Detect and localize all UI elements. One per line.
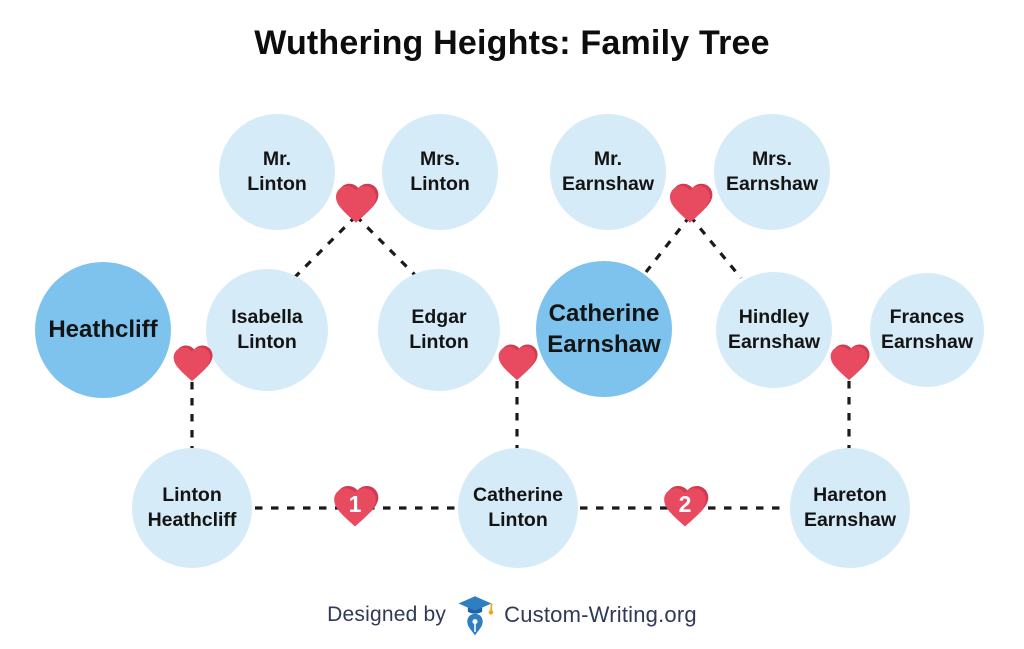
heart-icon [670,183,713,223]
heart-icon [498,344,538,381]
heart-icon [830,344,870,381]
person-node-mr-earnshaw: Mr.Earnshaw [550,114,666,230]
person-node-mrs-earnshaw: Mrs.Earnshaw [714,114,830,230]
heart-icon-hindley-frances [827,341,871,385]
person-node-mr-linton: Mr.Linton [219,114,335,230]
heart-icon [664,485,709,527]
brand-name: Custom-Writing.org [504,602,697,627]
heart-icon-earnshaw-parents [666,180,714,228]
heart-icon [336,183,379,223]
person-node-mrs-linton: Mrs.Linton [382,114,498,230]
person-name: Mr.Earnshaw [561,147,655,195]
heart-icon-edgar-catherine [495,341,539,385]
person-name: Mrs.Linton [410,147,470,195]
graduation-cap-pen-icon [458,596,494,636]
heart-icon [173,345,213,382]
heart-icon [334,485,379,527]
heart-icon-heathcliff-isabella [170,342,214,386]
marriage-number: 2 [678,490,692,517]
person-name: Mrs.Earnshaw [725,147,819,195]
heart-icon-marriage-2: 2 [660,482,710,532]
person-name: Heathcliff [48,316,158,344]
heart-icon-marriage-1: 1 [330,482,380,532]
connector-line-2 [644,215,692,273]
person-node-heathcliff: Heathcliff [35,262,171,398]
connector-line-3 [688,214,743,280]
footer: Designed by Custom-Writing.org [0,593,1024,637]
designed-by-label: Designed by [327,603,447,626]
person-name: Mr.Linton [247,147,307,195]
page-title: Wuthering Heights: Family Tree [254,24,770,62]
marriage-number: 1 [348,490,362,517]
heart-icon-linton-parents [332,180,380,228]
